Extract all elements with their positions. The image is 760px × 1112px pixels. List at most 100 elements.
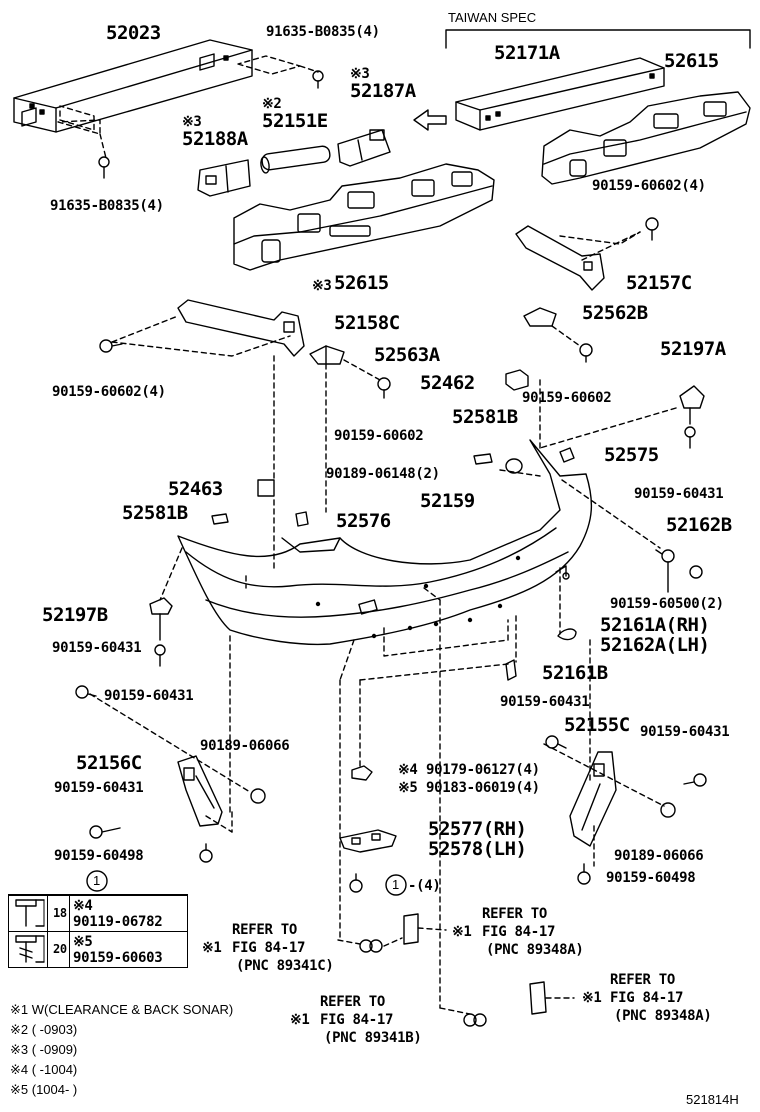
part-label-90189-06148[interactable]: 90189-06148(2) [326,466,440,482]
ref-89341C-pnc[interactable]: (PNC 89341C) [236,958,334,974]
part-label-90189-06066-right[interactable]: 90189-06066 [614,848,704,864]
leader-lines [89,355,677,1015]
part-label-90179[interactable]: 90179-06127(4) [426,762,540,778]
ref-89348A-b-fig[interactable]: FIG 84-17 [610,990,684,1006]
mark-52188A: ※3 [182,114,202,130]
part-label-52577[interactable]: 52577(RH) [428,818,527,840]
part-label-52578[interactable]: 52578(LH) [428,838,527,860]
part-label-90189-06066-left[interactable]: 90189-06066 [200,738,290,754]
part-label-52171A[interactable]: 52171A [494,42,560,64]
bolt-90159-60498-left [199,843,213,863]
bracket-52577-drawing [339,829,397,853]
absorber-52615-drawing [233,163,495,271]
tape-52581B-top [473,453,493,465]
bolt-90159-60498-right [577,863,591,885]
part-label-52615-tw[interactable]: 52615 [664,50,719,72]
part-label-90159-60431-b[interactable]: 90159-60431 [104,688,194,704]
legend-row-size: 18 [53,906,67,920]
part-label-90159-60602-right[interactable]: 90159-60602 [522,390,612,406]
part-label-52188A[interactable]: 52188A [182,128,248,150]
bracket-52158C-drawing [111,299,305,357]
part-label-90159-60498-left[interactable]: 90159-60498 [54,848,144,864]
ref-89348A-a-refer: REFER TO [482,906,548,922]
clip-52575-drawing [559,447,575,463]
bolt-90159-60602-left [99,339,123,353]
ref-89348A-a-pnc[interactable]: (PNC 89348A) [486,942,584,958]
part-label-90159-60431-c[interactable]: 90159-60431 [500,694,590,710]
ref-89341C-fig[interactable]: FIG 84-17 [232,940,306,956]
ref-89341C-mark: ※1 [202,940,222,956]
legend-row-mark: ※5 [73,934,93,950]
part-label-52197B[interactable]: 52197B [42,604,108,626]
legend-row-part[interactable]: 90119-06782 [73,914,163,930]
part-label-52197A[interactable]: 52197A [660,338,726,360]
part-label-91635-top[interactable]: 91635-B0835(4) [266,24,380,40]
bracket-52187A-drawing [337,129,391,167]
ref-89348A-a-fig[interactable]: FIG 84-17 [482,924,556,940]
part-label-52581B-top[interactable]: 52581B [452,406,518,428]
note-5: ※5 (1004- ) [10,1082,78,1097]
part-label-52162A[interactable]: 52162A(LH) [600,634,710,656]
callout-circle-1-qty-label: -(4) [408,878,441,894]
legend-row: 18 ※4 90119-06782 [9,895,187,932]
part-label-90159-60431-d[interactable]: 90159-60431 [640,724,730,740]
mark-52187A: ※3 [350,66,370,82]
fastener-legend-table: 18 ※4 90119-06782 20 ※5 90159-60603 [8,894,188,968]
mark-52151E: ※2 [262,96,282,112]
direction-arrow [413,109,447,131]
part-label-90159-60602-4-left[interactable]: 90159-60602(4) [52,384,166,400]
part-label-90159-60498-right[interactable]: 90159-60498 [606,870,696,886]
part-label-52615-main[interactable]: 52615 [334,272,389,294]
callout-circle-1-qty [385,874,407,896]
note-3: ※3 ( -0909) [10,1042,78,1057]
part-label-52581B-left[interactable]: 52581B [122,502,188,524]
part-label-52158C[interactable]: 52158C [334,312,400,334]
part-label-52155C[interactable]: 52155C [564,714,630,736]
part-label-52162B[interactable]: 52162B [666,514,732,536]
bracket-52157C-drawing [515,225,641,291]
bracket-52155C-drawing [569,751,617,847]
part-label-52161B[interactable]: 52161B [542,662,608,684]
part-label-52151E[interactable]: 52151E [262,110,328,132]
part-label-90159-60431-e[interactable]: 90159-60431 [54,780,144,796]
part-label-91635-left[interactable]: 91635-B0835(4) [50,198,164,214]
taiwan-spec-label: TAIWAN SPEC [448,10,537,25]
taiwan-spec-bracket [445,29,751,49]
part-label-52159[interactable]: 52159 [420,490,475,512]
bracket-52156C-drawing [177,755,223,827]
part-label-52023[interactable]: 52023 [106,22,161,44]
part-label-90159-60602-4-right[interactable]: 90159-60602(4) [592,178,706,194]
part-label-52161A[interactable]: 52161A(RH) [600,614,710,636]
clip-52161B-drawing [505,659,517,681]
part-label-52462[interactable]: 52462 [420,372,475,394]
part-label-90159-60602-mid[interactable]: 90159-60602 [334,428,424,444]
bolt-91635-top [312,70,324,89]
legend-row-part[interactable]: 90159-60603 [73,950,163,966]
note-1: ※1 W(CLEARANCE & BACK SONAR) [10,1002,234,1017]
part-label-52187A[interactable]: 52187A [350,80,416,102]
ref-89348A-b-pnc[interactable]: (PNC 89348A) [614,1008,712,1024]
bolt-90159-60602-right [551,325,593,363]
part-label-90159-60500[interactable]: 90159-60500(2) [610,596,724,612]
part-label-90159-60431-right[interactable]: 90159-60431 [634,486,724,502]
part-label-90183[interactable]: 90183-06019(4) [426,780,540,796]
sensor-89341B-drawing [463,1013,487,1027]
ref-89341B-pnc[interactable]: (PNC 89341B) [324,1030,422,1046]
bolt-90159-60602-right-top [645,217,659,241]
ref-89341B-fig[interactable]: FIG 84-17 [320,1012,394,1028]
clip-52562B-drawing [523,307,557,327]
part-label-52563A[interactable]: 52563A [374,344,440,366]
bolt-91635-left [98,156,110,179]
part-label-52157C[interactable]: 52157C [626,272,692,294]
ref-89341C-refer: REFER TO [232,922,298,938]
part-label-52576[interactable]: 52576 [336,510,391,532]
part-label-90159-60431-a[interactable]: 90159-60431 [52,640,142,656]
bracket-52188A-drawing [197,159,251,197]
callout-circle-1-top [86,870,108,892]
part-label-52156C[interactable]: 52156C [76,752,142,774]
sensor-holder-89348A-a [403,913,447,945]
part-label-52562B[interactable]: 52562B [582,302,648,324]
part-label-52575[interactable]: 52575 [604,444,659,466]
part-label-52463[interactable]: 52463 [168,478,223,500]
